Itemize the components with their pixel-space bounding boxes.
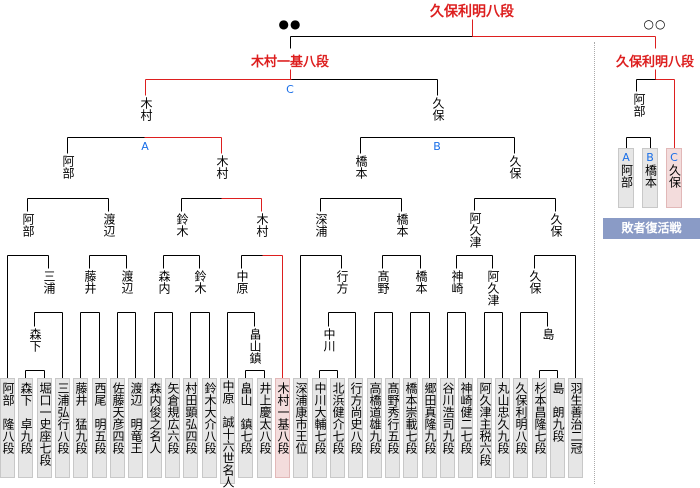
right-finalist-marks: ○○	[643, 17, 667, 31]
player-box: 三浦弘行八段	[55, 378, 70, 478]
player-box: 髙野秀行五段	[385, 378, 400, 478]
player-box: 井上慶太八段	[257, 378, 272, 478]
player-box: 丸山忠久九段	[495, 378, 510, 478]
player-box: 行方尚史八段	[348, 378, 363, 478]
player-box: 島 朗九段	[550, 378, 565, 478]
match-winner-label: 久保	[508, 155, 522, 179]
match-winner-label: 橋本	[414, 270, 428, 294]
player-box: 深浦康市王位	[293, 378, 308, 478]
match-winner-label: 中川	[322, 328, 336, 352]
match-winner-label: 木村	[215, 155, 229, 179]
match-winner-label: 阿部	[61, 155, 75, 179]
entry-name: 久保	[667, 164, 682, 188]
player-box: 羽生善治二冠	[568, 378, 583, 478]
player-box: 橋本崇載七段	[403, 378, 418, 478]
match-letter-a: A	[141, 140, 149, 153]
match-winner-label: 行方	[335, 270, 349, 294]
match-winner-label: 森内	[157, 270, 171, 294]
entry-letter: C	[670, 151, 678, 164]
player-box: 高橋道雄九段	[367, 378, 382, 478]
player-box: 堀口一史座七段	[37, 378, 52, 478]
player-box: 佐藤天彦四段	[110, 378, 125, 478]
match-winner-label: 木村	[255, 213, 269, 237]
entry-name: 阿部	[619, 164, 634, 188]
player-box: 西尾 明五段	[92, 378, 107, 478]
match-winner-label: 鈴木	[193, 270, 207, 294]
match-winner-label: 阿久津	[468, 212, 482, 248]
player-box: 矢倉規広六段	[165, 378, 180, 478]
player-box: 渡辺 明竜王	[128, 378, 143, 478]
match-winner-label: 木村	[139, 97, 153, 121]
left-finalist-label: 木村一基八段	[250, 55, 330, 70]
player-box: 中原 誠十六世名人	[220, 378, 235, 488]
repechage-winner: 阿部	[632, 93, 646, 117]
match-winner-label: 阿久津	[486, 270, 500, 306]
repechage-entry-c: C 久保	[666, 148, 682, 208]
repechage-banner: 敗者復活戦	[603, 218, 700, 239]
match-winner-label: 三浦	[42, 270, 56, 294]
match-winner-label: 島	[541, 328, 555, 340]
match-winner-label: 髙野	[376, 270, 390, 294]
player-box: 郷田真隆九段	[422, 378, 437, 478]
match-winner-label: 藤井	[83, 270, 97, 294]
player-box: 神崎健二七段	[458, 378, 473, 478]
player-box: 藤井 猛九段	[73, 378, 88, 478]
match-winner-label: 深浦	[314, 213, 328, 237]
champion-label: 久保利明八段	[430, 4, 514, 20]
right-finalist-label: 久保利明八段	[615, 55, 695, 70]
divider	[594, 42, 595, 484]
match-winner-label: 橋本	[395, 213, 409, 237]
left-finalist-marks: ●●	[278, 17, 302, 31]
match-winner-label: 畠山鎮	[248, 328, 262, 364]
match-winner-label: 鈴木	[175, 213, 189, 237]
match-winner-label: 中原	[235, 270, 249, 294]
player-box: 森下 卓九段	[18, 378, 33, 478]
player-box: 谷川浩司九段	[440, 378, 455, 478]
entry-letter: B	[646, 151, 654, 164]
player-box: 阿久津主税六段	[477, 378, 492, 478]
player-box: 畠山 鎮七段	[238, 378, 253, 478]
player-box: 久保利明八段	[513, 378, 528, 478]
player-box: 木村一基八段	[275, 378, 290, 478]
match-winner-label: 阿部	[21, 213, 35, 237]
match-winner-label: 久保	[528, 270, 542, 294]
match-winner-label: 久保	[431, 97, 445, 121]
match-winner-label: 久保	[549, 213, 563, 237]
match-winner-label: 神崎	[450, 270, 464, 294]
player-box: 村田顕弘四段	[183, 378, 198, 478]
repechage-entry-a: A 阿部	[618, 148, 634, 208]
player-box: 鈴木大介八段	[202, 378, 217, 478]
match-letter-c: C	[286, 83, 294, 96]
entry-name: 橋本	[643, 164, 658, 188]
player-box: 阿部 隆八段	[0, 378, 15, 478]
match-winner-label: 渡辺	[120, 270, 134, 294]
match-winner-label: 森下	[28, 328, 42, 352]
match-winner-label: 橋本	[354, 155, 368, 179]
player-box: 森内俊之名人	[147, 378, 162, 478]
player-box: 中川大輔七段	[312, 378, 327, 478]
match-winner-label: 渡辺	[102, 213, 116, 237]
player-box: 杉本昌隆七段	[532, 378, 547, 478]
entry-letter: A	[622, 151, 630, 164]
player-box: 北浜健介七段	[330, 378, 345, 478]
repechage-entry-b: B 橋本	[642, 148, 658, 208]
match-letter-b: B	[433, 140, 441, 153]
